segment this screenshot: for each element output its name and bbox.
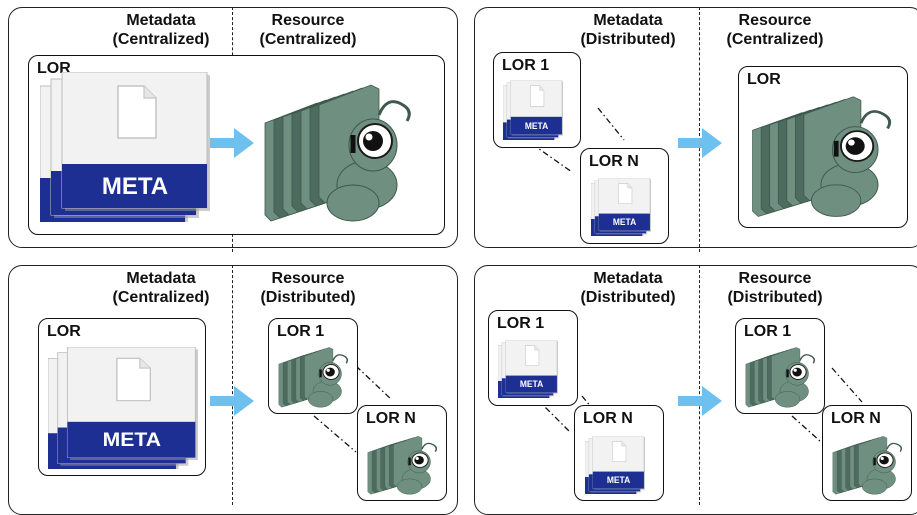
- lor-label: LOR 1: [744, 323, 792, 340]
- lor-label: LOR 1: [277, 323, 325, 340]
- heading-line-1: Resource: [738, 270, 812, 287]
- column-heading-metadata: Metadata (Distributed): [565, 11, 691, 49]
- distributed-link-dashdot: [531, 107, 625, 173]
- panel-divider: [232, 265, 233, 505]
- resource-server-stack-icon: [745, 347, 816, 408]
- meta-label: META: [525, 120, 549, 131]
- meta-label: META: [607, 475, 631, 485]
- heading-line-2: (Distributed): [260, 289, 356, 306]
- meta-document-stack-icon: META: [585, 436, 645, 494]
- lor-label: LOR N: [583, 410, 633, 427]
- panel-divider: [699, 265, 700, 505]
- heading-line-2: (Distributed): [580, 31, 676, 48]
- heading-line-1: Metadata: [126, 270, 196, 287]
- meta-label: META: [103, 430, 162, 451]
- heading-line-2: (Centralized): [112, 289, 210, 306]
- meta-document-stack-icon: META: [40, 72, 210, 222]
- heading-line-2: (Centralized): [112, 31, 210, 48]
- resource-server-stack-icon: [367, 436, 438, 495]
- arrow-right-icon: [678, 128, 722, 158]
- arrow-right-icon: [210, 386, 254, 416]
- arrow-right-icon: [678, 386, 722, 416]
- column-heading-metadata: Metadata (Centralized): [98, 11, 224, 49]
- lor-label: LOR: [47, 323, 81, 340]
- column-heading-resource: Resource (Centralized): [245, 11, 371, 49]
- column-heading-metadata: Metadata (Centralized): [98, 269, 224, 307]
- heading-line-2: (Centralized): [259, 31, 357, 48]
- lor-label: LOR: [747, 71, 781, 88]
- meta-document-stack-icon: META: [498, 340, 558, 398]
- resource-server-stack-icon: [832, 436, 903, 495]
- heading-line-2: (Centralized): [726, 31, 824, 48]
- heading-line-1: Metadata: [593, 270, 663, 287]
- panel-divider: [699, 7, 700, 252]
- arrow-right-icon: [210, 128, 254, 158]
- distributed-link-dashdot: [313, 365, 393, 453]
- heading-line-1: Resource: [271, 270, 345, 287]
- meta-document-stack-icon: META: [591, 178, 651, 236]
- meta-label: META: [520, 379, 544, 389]
- lor-label: LOR 1: [502, 57, 550, 74]
- meta-label: META: [613, 217, 637, 227]
- resource-server-stack-icon: [752, 96, 892, 217]
- heading-line-1: Metadata: [126, 12, 196, 29]
- meta-label: META: [102, 173, 168, 200]
- lor-label: LOR 1: [497, 315, 545, 332]
- lor-label: LOR N: [831, 410, 881, 427]
- heading-line-2: (Distributed): [580, 289, 676, 306]
- resource-server-stack-icon: [264, 84, 411, 222]
- column-heading-resource: Resource (Distributed): [245, 269, 371, 307]
- heading-line-1: Resource: [271, 12, 345, 29]
- meta-document-stack-icon: META: [48, 347, 198, 469]
- resource-server-stack-icon: [278, 347, 349, 408]
- distributed-link-dashdot: [535, 395, 593, 433]
- heading-line-1: Resource: [738, 12, 812, 29]
- heading-line-2: (Distributed): [727, 289, 823, 306]
- column-heading-metadata: Metadata (Distributed): [565, 269, 691, 307]
- heading-line-1: Metadata: [593, 12, 663, 29]
- lor-label: LOR N: [366, 410, 416, 427]
- column-heading-resource: Resource (Distributed): [712, 269, 838, 307]
- lor-label: LOR N: [589, 153, 639, 170]
- meta-document-stack-icon: META: [503, 80, 563, 140]
- column-heading-resource: Resource (Centralized): [712, 11, 838, 49]
